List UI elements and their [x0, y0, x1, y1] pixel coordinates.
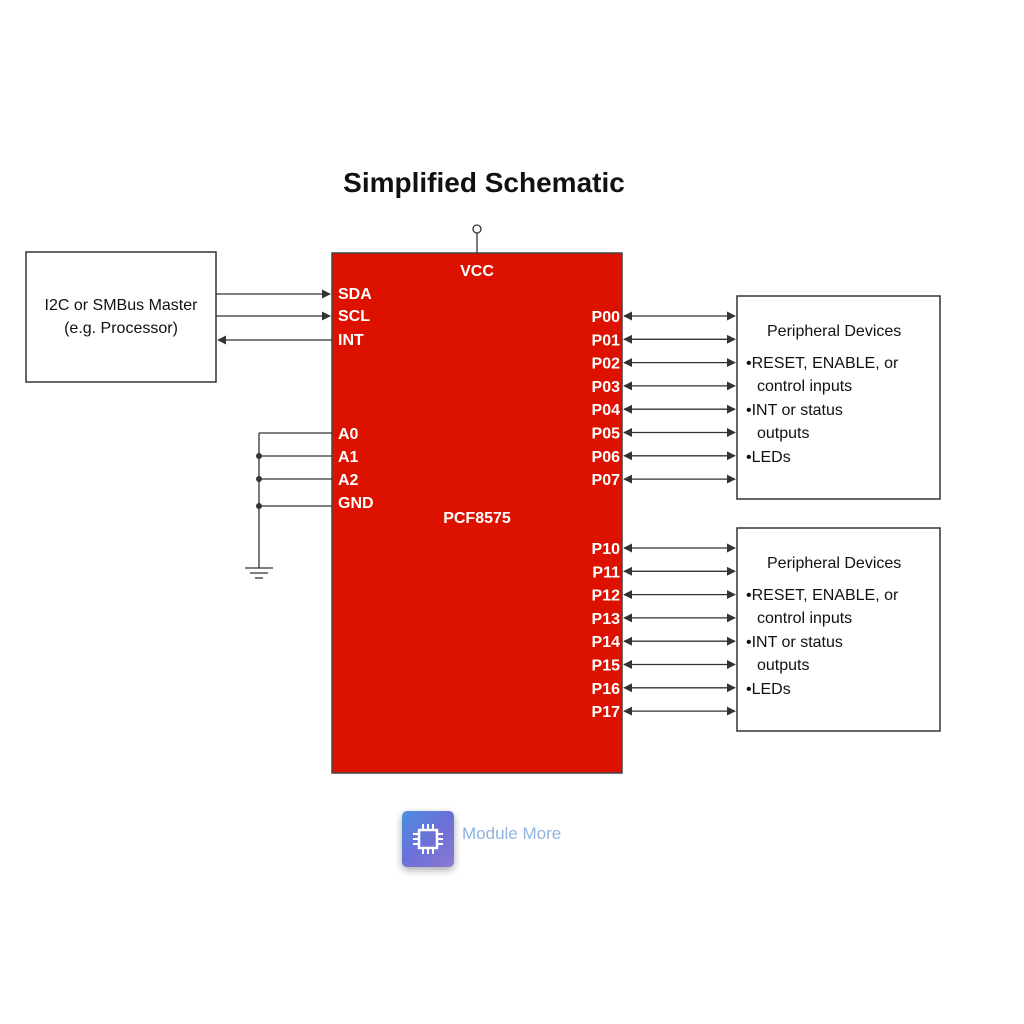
brand-logo — [402, 811, 454, 867]
peripheral-line: •RESET, ENABLE, or — [746, 587, 899, 604]
peripheral-line: outputs — [757, 425, 809, 442]
port-pin-label: P02 — [592, 356, 621, 373]
peripheral-line: •LEDs — [746, 681, 791, 698]
peripheral-block-2: Peripheral Devices •RESET, ENABLE, or co… — [736, 527, 941, 732]
chip-icon — [413, 824, 443, 854]
peripheral-line: •RESET, ENABLE, or — [746, 355, 899, 372]
master-label-line2: (e.g. Processor) — [64, 320, 178, 337]
bus-wires — [216, 289, 332, 345]
master-label-line1: I2C or SMBus Master — [45, 297, 199, 314]
port-pin-label: P17 — [592, 704, 621, 721]
pin-a2: A2 — [338, 472, 359, 489]
pin-gnd: GND — [338, 495, 374, 512]
pin-sda: SDA — [338, 286, 372, 303]
peripheral-block-1: Peripheral Devices •RESET, ENABLE, or co… — [736, 295, 941, 500]
port-pin-label: P14 — [592, 634, 621, 651]
peripheral-line: control inputs — [757, 610, 852, 627]
brand-name: Module More — [462, 824, 562, 843]
pin-a1: A1 — [338, 449, 359, 466]
port-pin-label: P00 — [592, 309, 621, 326]
port-pin-label: P05 — [592, 426, 621, 443]
peripheral-line: outputs — [757, 657, 809, 674]
peripheral-title: Peripheral Devices — [767, 323, 901, 340]
peripheral-title: Peripheral Devices — [767, 555, 901, 572]
port-pin-label: P10 — [592, 541, 621, 558]
master-block: I2C or SMBus Master (e.g. Processor) — [25, 251, 217, 383]
peripheral-line: •INT or status — [746, 634, 843, 651]
port-pin-label: P01 — [592, 332, 621, 349]
chip-name: PCF8575 — [443, 510, 511, 527]
peripheral-line: control inputs — [757, 378, 852, 395]
pin-a0: A0 — [338, 426, 359, 443]
vcc-pin-label: VCC — [460, 263, 494, 280]
ground-symbol-icon — [245, 567, 273, 579]
port-pin-label: P07 — [592, 472, 621, 489]
address-ground-wiring — [256, 432, 332, 568]
port-pin-label: P04 — [592, 402, 621, 419]
port-pin-label: P13 — [592, 611, 621, 628]
pin-int: INT — [338, 332, 364, 349]
port-pin-label: P16 — [592, 681, 621, 698]
pcf8575-chip — [331, 252, 623, 774]
port-pin-label: P11 — [592, 564, 620, 581]
peripheral-line: •LEDs — [746, 449, 791, 466]
port-pin-label: P12 — [592, 588, 621, 605]
pin-scl: SCL — [338, 308, 370, 325]
port-pin-label: P03 — [592, 379, 621, 396]
vcc-terminal — [472, 224, 482, 253]
port-pin-label: P15 — [592, 658, 621, 675]
peripheral-line: •INT or status — [746, 402, 843, 419]
diagram-title: Simplified Schematic — [343, 167, 625, 198]
port-pin-label: P06 — [592, 449, 621, 466]
